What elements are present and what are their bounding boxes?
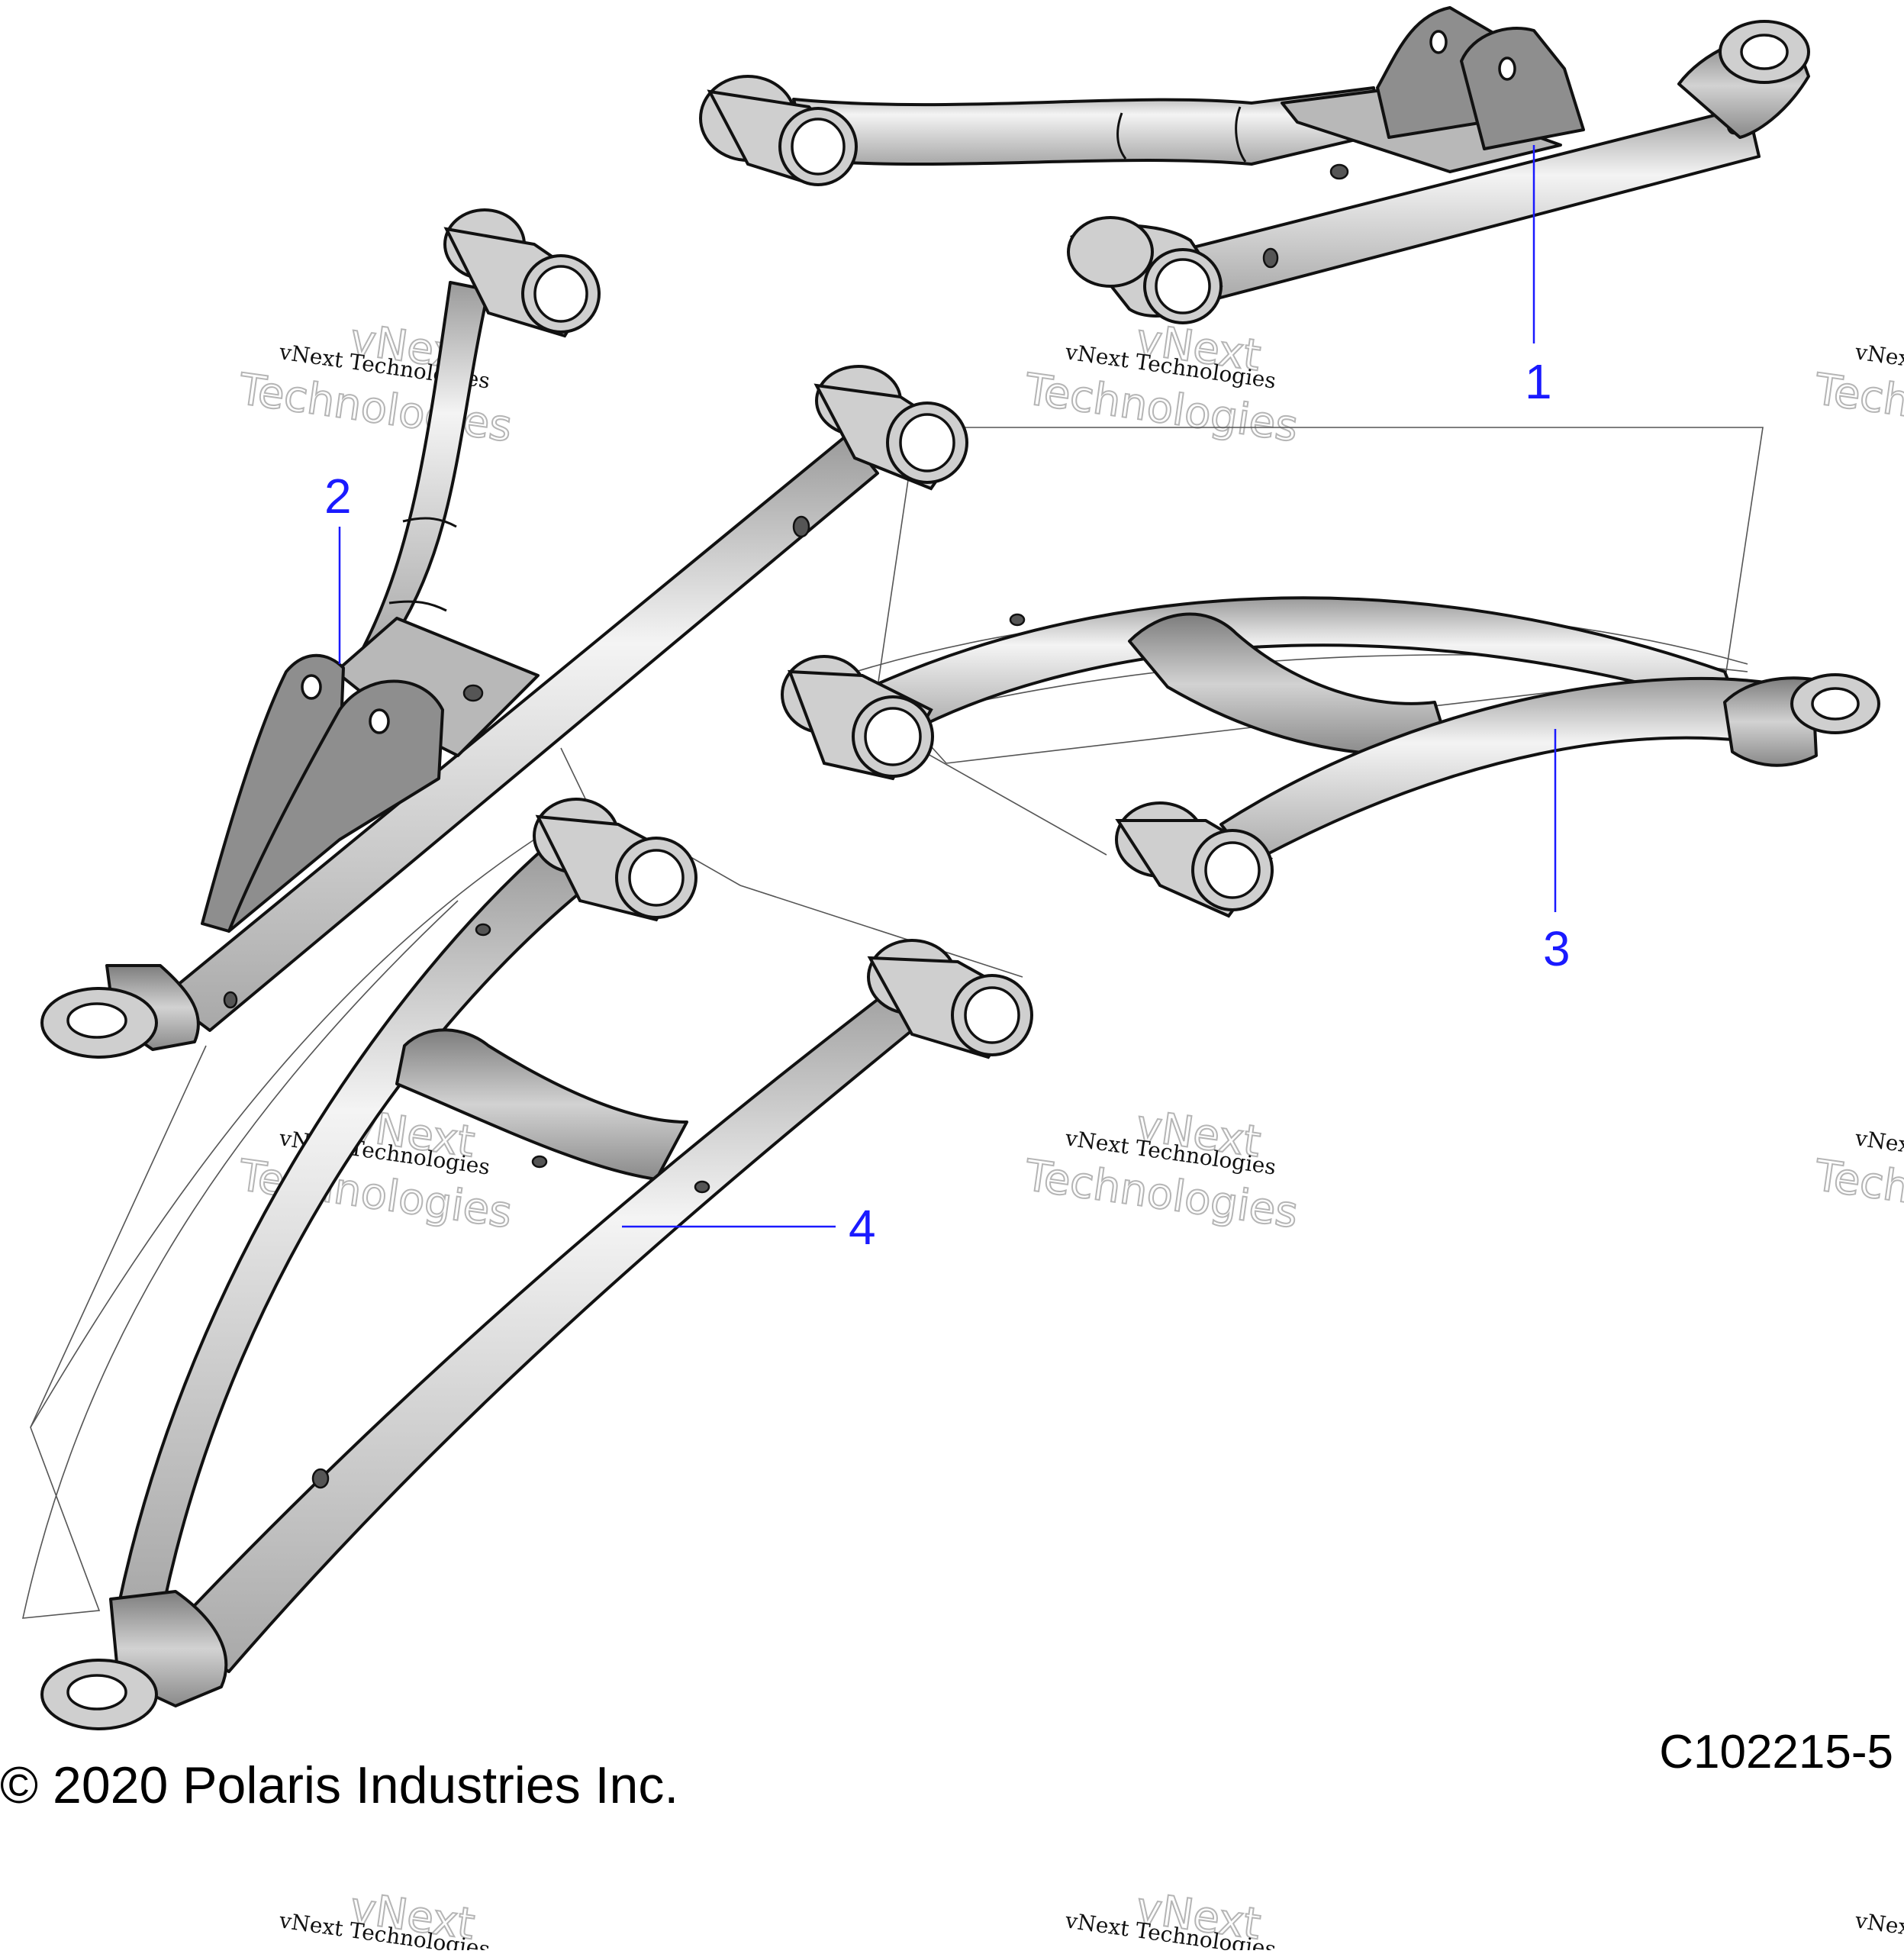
diagram-id: C102215-5 — [1659, 1726, 1893, 1778]
copyright-text: © 2020 Polaris Industries Inc. — [0, 1756, 679, 1814]
part-2-rear-bushing-bore — [533, 265, 588, 323]
part-1-tube-band — [1235, 106, 1247, 163]
part-1-bracket-hole — [1429, 30, 1448, 54]
part-1-front-bushing-end — [1067, 216, 1154, 288]
part-3-cross-brace — [1128, 612, 1451, 756]
callout-2: 2 — [324, 469, 352, 664]
part-4-grease-hole — [475, 923, 491, 937]
part-2-bolt — [462, 684, 484, 702]
watermark: vNext vNext Technologies Technologies — [1020, 314, 1301, 453]
part-3-front-bushing-bore — [1204, 841, 1261, 899]
watermark: vNext vNext Technologies Technologies — [1810, 1125, 1904, 1239]
part-2-bracket-rear — [201, 653, 345, 933]
part-1-bolt — [1329, 163, 1349, 180]
callout-2-label: 2 — [324, 469, 352, 524]
part-4-cross-brace — [395, 1028, 688, 1181]
callout-1: 1 — [1525, 145, 1552, 409]
part-3-grease-hole — [1009, 613, 1026, 627]
part-4-ghost-outline — [686, 854, 1023, 978]
part-2-ball-joint-bore — [66, 1002, 127, 1039]
part-4-front-tube — [166, 972, 955, 1673]
part-4-rear-bushing-bore — [628, 849, 685, 907]
watermark-technologies: Technologies — [1811, 1150, 1904, 1238]
watermark-technologies: Technologies — [1811, 364, 1904, 452]
part-1-bracket-left — [1376, 6, 1497, 139]
part-4-ghost-outline — [21, 839, 535, 1619]
watermark: vNext vNext Technologies — [1063, 1882, 1277, 1954]
watermark-text: vNext Technologies — [1853, 1907, 1904, 1950]
part-4-ghost-line — [30, 1045, 207, 1428]
part-4-ball-joint-bore — [66, 1674, 127, 1711]
part-4-grease-hole — [694, 1180, 710, 1194]
part-1-bracket-right — [1460, 27, 1585, 150]
part-2-tube-band — [388, 600, 447, 612]
callout-3: 3 — [1543, 729, 1571, 976]
watermark-group: vNext vNext Technologies Technologies vN… — [234, 314, 1904, 1954]
part-4-grease-hole — [311, 1468, 330, 1489]
callout-4-label: 4 — [849, 1200, 876, 1255]
part-1-grease-hole — [1262, 247, 1279, 269]
part-2-grease-hole — [223, 991, 238, 1009]
watermark: vNext Technologies — [1853, 1907, 1904, 1954]
part-4-a-arm — [21, 798, 1033, 1730]
part-1-curved-tube — [792, 86, 1383, 166]
part-2-tube-band — [402, 517, 457, 528]
part-2-front-bushing-bore — [899, 413, 955, 472]
part-1-bracket-hole — [1498, 56, 1516, 81]
part-4-front-bushing-bore — [964, 986, 1020, 1044]
part-1-rear-bushing-bore — [791, 118, 846, 176]
part-1-front-bushing-bore — [1155, 258, 1211, 314]
watermark: vNext vNext Technologies — [277, 1882, 491, 1954]
part-3-a-arm — [781, 427, 1880, 918]
part-1-a-arm — [699, 6, 1810, 324]
part-3-ball-joint-bore — [1811, 687, 1860, 721]
callout-3-label: 3 — [1543, 921, 1571, 976]
callout-4: 4 — [622, 1200, 876, 1255]
part-3-rear-bushing-bore — [864, 707, 922, 766]
part-2-bracket-hole — [369, 708, 390, 734]
part-2-grease-hole — [792, 515, 810, 538]
callout-1-label: 1 — [1525, 354, 1552, 409]
watermark: vNext vNext Technologies Technologies — [1810, 339, 1904, 453]
part-1-ball-joint-bore — [1740, 34, 1789, 70]
part-2-bracket-hole — [301, 674, 322, 700]
part-4-grease-hole — [531, 1155, 548, 1169]
part-2-a-arm — [40, 208, 968, 1059]
part-2-bracket-front — [227, 679, 444, 933]
watermark: vNext vNext Technologies Technologies — [1020, 1100, 1301, 1239]
part-1-tube-band — [1116, 112, 1127, 160]
